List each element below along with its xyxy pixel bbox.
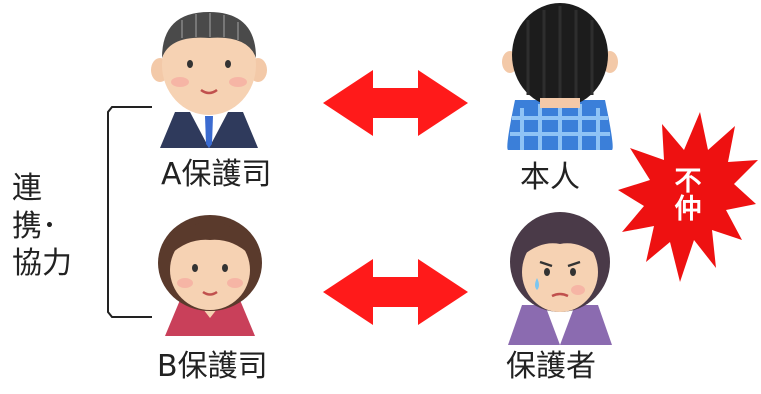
a-guardian-label: A保護司 bbox=[161, 157, 272, 192]
relation-arrow-bottom bbox=[323, 259, 468, 325]
discord-label-line2: 仲 bbox=[674, 194, 702, 226]
parent-label: 保護者 bbox=[506, 349, 596, 384]
parent-illustration bbox=[508, 212, 612, 345]
discord-label-line1: 不 bbox=[674, 166, 702, 197]
discord-burst bbox=[618, 112, 758, 282]
person-label: 本人 bbox=[520, 160, 580, 195]
a-guardian-illustration bbox=[151, 12, 267, 148]
cooperation-label-line2: 協力 bbox=[12, 246, 72, 281]
b-guardian-illustration bbox=[158, 215, 262, 336]
discord-label: 不 仲 bbox=[668, 166, 708, 226]
cooperation-label: 連携･ 協力 bbox=[12, 170, 82, 283]
cooperation-label-line1: 連携･ bbox=[12, 171, 57, 244]
b-guardian-label: B保護司 bbox=[157, 349, 268, 384]
person-illustration bbox=[502, 3, 618, 150]
relation-arrow-top bbox=[323, 70, 468, 136]
cooperation-bracket bbox=[107, 106, 152, 318]
